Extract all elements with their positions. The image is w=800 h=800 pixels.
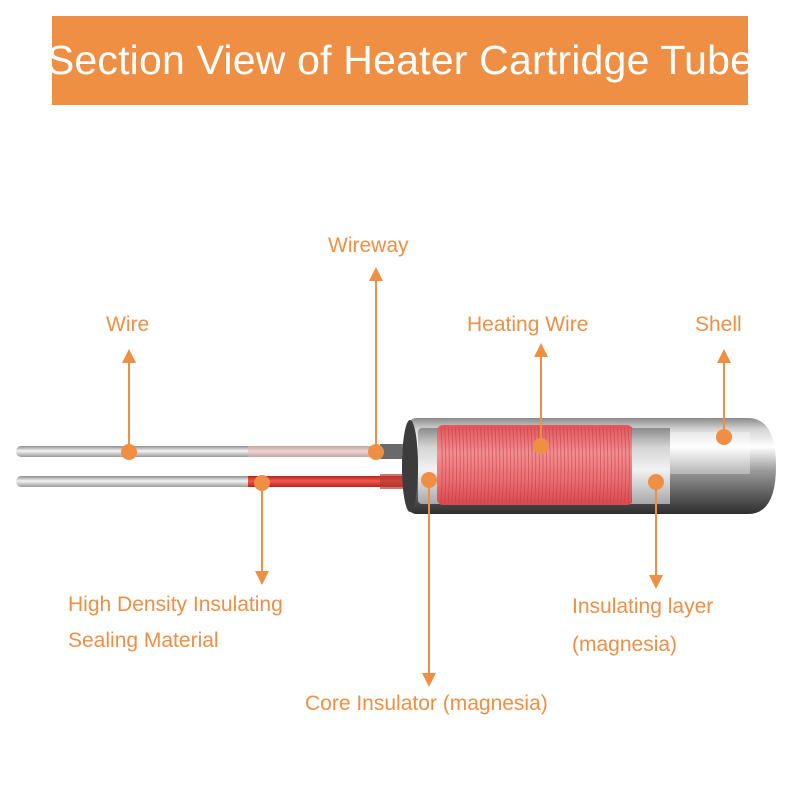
label-shell: Shell (695, 313, 742, 336)
coil-winding (584, 426, 587, 504)
coil-winding (555, 426, 558, 504)
wireway-dot (368, 444, 384, 460)
coil-winding (490, 426, 494, 504)
coil-winding (602, 426, 605, 504)
lower-wire-sealing-section (248, 476, 406, 487)
coil-winding (447, 426, 450, 504)
coil-winding (541, 426, 544, 504)
coil-winding (444, 426, 447, 504)
coil-winding (476, 426, 479, 504)
heating-wire-dot (533, 438, 549, 454)
coil-winding (526, 426, 530, 504)
label-wireway: Wireway (328, 234, 409, 257)
label-core-insulator: Core Insulator (magnesia) (305, 692, 548, 715)
sealing-material-dot (254, 475, 270, 491)
coil-winding (606, 426, 609, 504)
coil-winding (494, 426, 497, 504)
coil-winding (530, 426, 533, 504)
coil-winding (566, 426, 569, 504)
coil-winding (469, 426, 472, 504)
coil-winding (591, 426, 594, 504)
coil-winding (480, 426, 483, 504)
coil-winding (573, 426, 576, 504)
label-insulating-layer-line2: (magnesia) (572, 633, 678, 656)
coil-winding (458, 426, 461, 504)
core-insulator-dot (421, 472, 437, 488)
coil-winding (577, 426, 580, 504)
label-heating-wire: Heating Wire (467, 313, 589, 336)
coil-winding (624, 426, 627, 504)
insulating-layer-dot (648, 474, 664, 490)
coil-winding (472, 426, 476, 504)
coil-winding (534, 426, 537, 504)
coil-winding (580, 426, 584, 504)
coil-winding (616, 426, 620, 504)
coil-winding (620, 426, 623, 504)
coil-winding (465, 426, 468, 504)
coil-winding (451, 426, 454, 504)
wire-pins (16, 444, 406, 489)
coil-winding (613, 426, 616, 504)
cartridge-body (402, 418, 776, 514)
coil-winding (570, 426, 573, 504)
coil-winding (544, 426, 548, 504)
coil-winding (588, 426, 591, 504)
coil-winding (598, 426, 602, 504)
coil-winding (498, 426, 501, 504)
coil-winding (462, 426, 465, 504)
shell-dot (716, 429, 732, 445)
coil-winding (609, 426, 612, 504)
shell-end-cap (402, 420, 418, 512)
coil-winding (559, 426, 562, 504)
heating-coil (437, 425, 633, 505)
coil-winding (516, 426, 519, 504)
upper-wire-sleeve (248, 446, 406, 457)
coil-winding (505, 426, 508, 504)
title-banner: Section View of Heater Cartridge Tube (47, 16, 753, 105)
coil-winding (440, 426, 443, 504)
coil-winding (595, 426, 598, 504)
coil-winding (562, 426, 566, 504)
coil-winding (548, 426, 551, 504)
insulating-layer-end (632, 428, 670, 504)
label-wire: Wire (106, 313, 150, 336)
label-sealing-material-line2: Sealing Material (68, 629, 219, 652)
label-sealing-material-line1: High Density Insulating (68, 593, 283, 616)
coil-winding (552, 426, 555, 504)
wireway-entry (380, 444, 406, 459)
coil-winding (487, 426, 490, 504)
wire-dot (121, 444, 137, 460)
coil-winding (512, 426, 515, 504)
coil-winding (454, 426, 458, 504)
diagram-title: Section View of Heater Cartridge Tube (46, 37, 754, 83)
label-insulating-layer-line1: Insulating layer (572, 595, 714, 618)
coil-winding (519, 426, 522, 504)
coil-winding (483, 426, 486, 504)
coil-winding (508, 426, 512, 504)
coil-winding (627, 426, 630, 504)
callout-pointers (121, 267, 732, 687)
coil-winding (537, 426, 540, 504)
coil-winding (523, 426, 526, 504)
coil-winding (501, 426, 504, 504)
